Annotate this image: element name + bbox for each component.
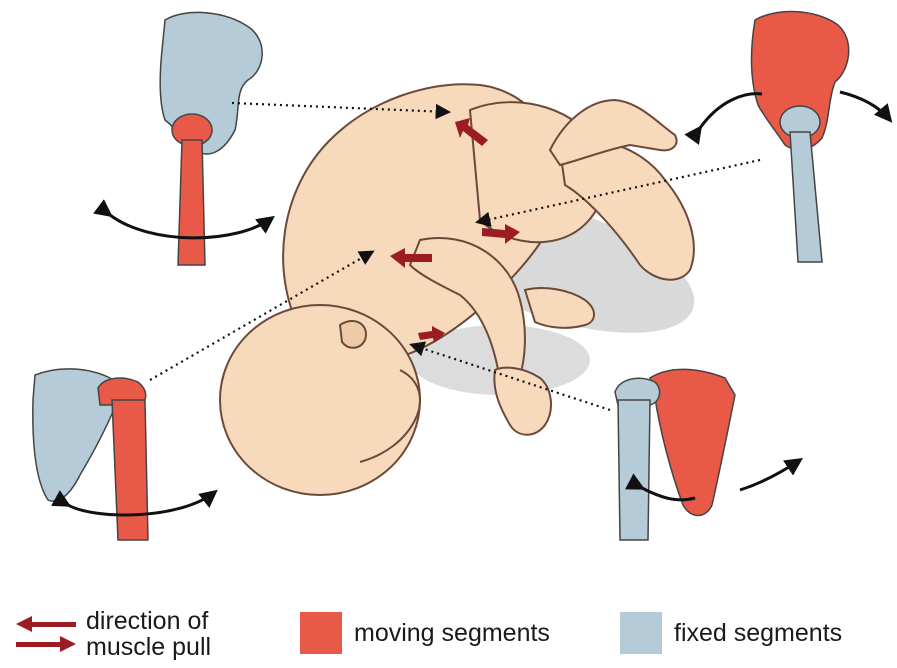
legend-fixed: fixed segments	[620, 612, 842, 654]
femur-fixed	[790, 132, 822, 262]
legend-moving: moving segments	[300, 612, 550, 654]
curved-rotation-arrow-icon	[700, 94, 762, 128]
curved-rotation-arrow-icon	[840, 92, 890, 120]
top-right-hip-joint	[752, 12, 849, 262]
scapula-moving	[650, 369, 735, 515]
femur-moving	[178, 140, 205, 265]
legend-direction: direction of muscle pull	[12, 608, 211, 660]
double-arrow-icon	[12, 612, 80, 656]
fetal-posture-diagram	[0, 0, 897, 604]
bottom-right-shoulder-joint	[615, 369, 735, 540]
legend-direction-line1: direction of	[86, 608, 211, 634]
top-left-hip-joint	[160, 12, 262, 265]
legend-direction-line2: muscle pull	[86, 634, 211, 660]
legend: direction of muscle pull moving segments…	[0, 604, 897, 668]
legend-direction-text: direction of muscle pull	[86, 608, 211, 660]
moving-swatch	[300, 612, 342, 654]
fetus-ear	[340, 321, 366, 348]
curved-rotation-arrow-icon	[740, 460, 800, 490]
humerus-fixed	[618, 400, 650, 540]
legend-moving-label: moving segments	[354, 620, 550, 646]
fixed-swatch	[620, 612, 662, 654]
humerus-moving	[112, 400, 148, 540]
fetus-head	[220, 305, 420, 495]
legend-fixed-label: fixed segments	[674, 620, 842, 646]
